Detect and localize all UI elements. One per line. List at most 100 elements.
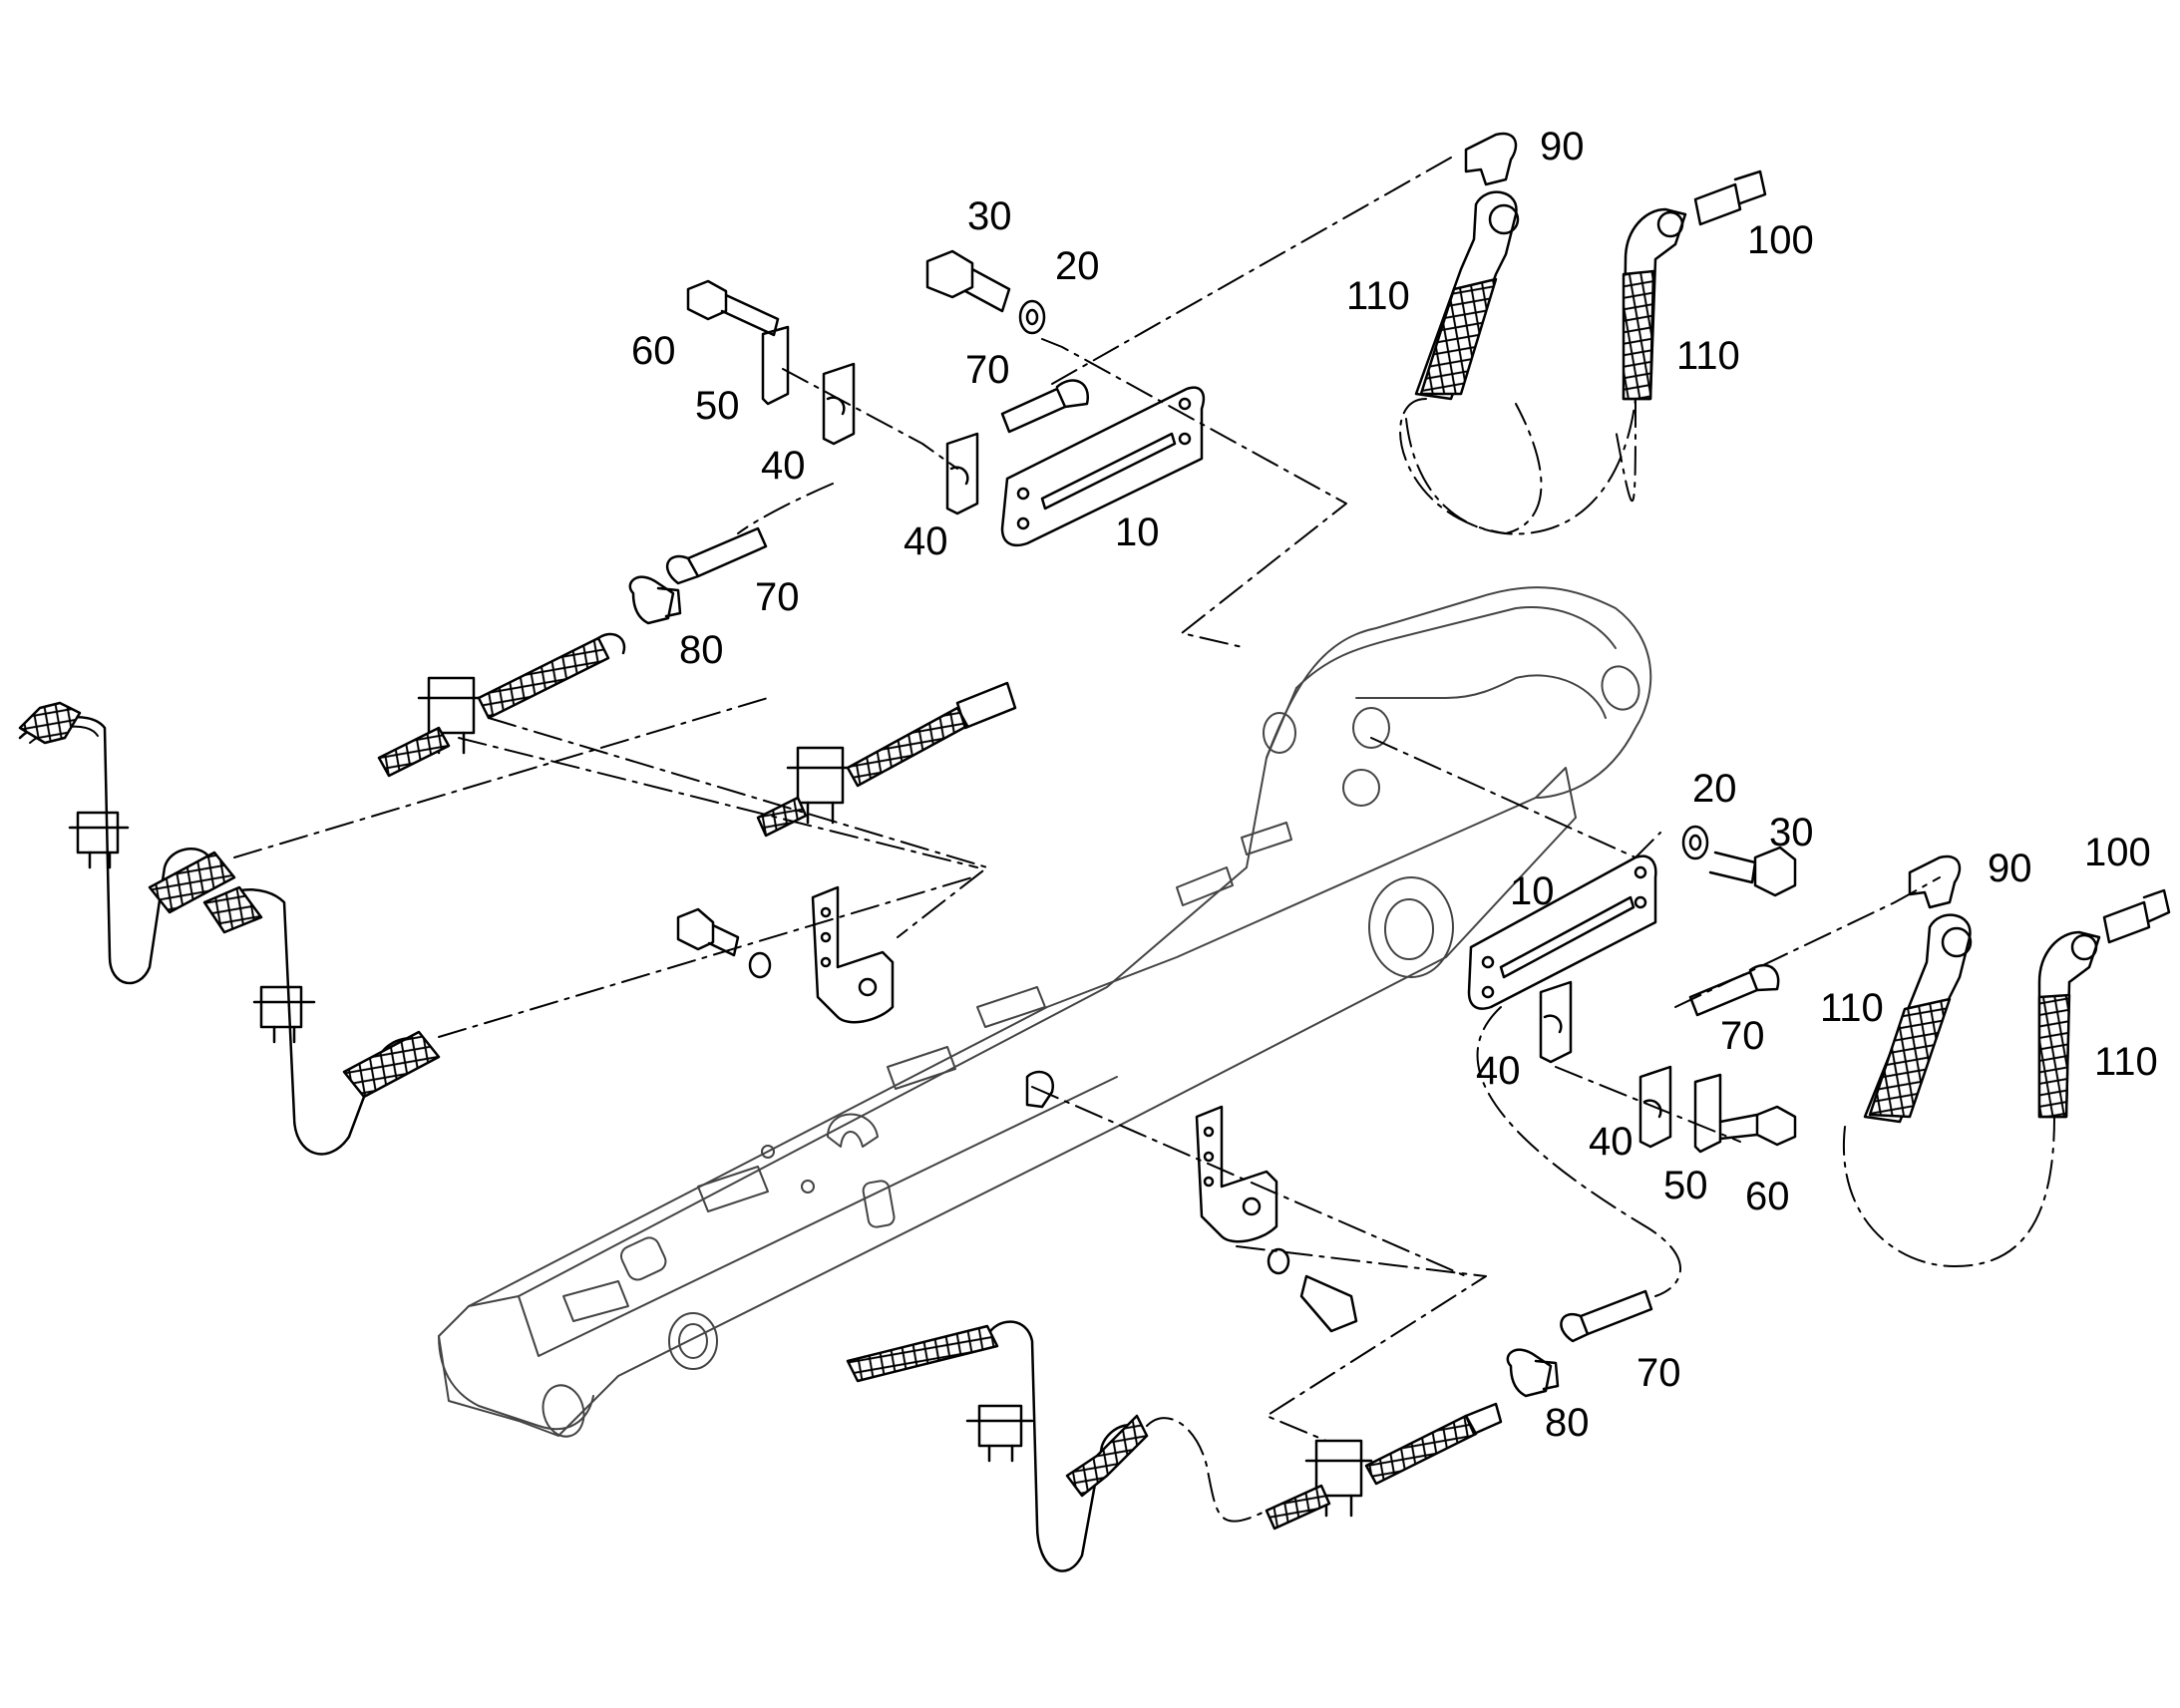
boom-arm <box>438 586 1652 1438</box>
fitting-small-left <box>1025 1070 1055 1109</box>
boom-small-bolt-a <box>761 1145 775 1159</box>
callout-110-lower-a: 110 <box>1820 986 1884 1030</box>
callout-110-lower-b: 110 <box>2094 1040 2158 1084</box>
hose-loop-bottom <box>985 1320 1149 1572</box>
boom-foot <box>438 1335 594 1431</box>
clamp-40-upper-b <box>945 432 979 515</box>
hose-loop-left-1 <box>18 715 211 985</box>
elbow-90-lower <box>1908 854 1962 909</box>
boom-neck-inner <box>1295 606 1617 689</box>
callout-70-upper-b: 70 <box>755 575 800 619</box>
callout-90-lower: 90 <box>1988 847 2032 890</box>
boom-pivot-boss-inner <box>1384 898 1434 960</box>
leader-lines <box>233 157 2055 1523</box>
plate-10-upper <box>1000 386 1206 547</box>
callout-100-upper: 100 <box>1747 218 1814 262</box>
boom-plate-e <box>1176 866 1234 906</box>
callout-30-lower: 30 <box>1769 811 1814 854</box>
clamp-block-left-4 <box>796 746 845 805</box>
callout-100-lower: 100 <box>2084 831 2151 874</box>
clamp-block-left-3 <box>427 676 476 735</box>
boom-outline-lower <box>438 767 1577 1437</box>
adapter-100-upper <box>1693 170 1767 226</box>
boom-neck <box>1266 586 1652 799</box>
callout-110-upper-b: 110 <box>1676 334 1740 378</box>
pin-70-lower-b <box>1560 1289 1653 1343</box>
clamp-block-bottom-2 <box>1314 1439 1363 1498</box>
callout-70-lower-b: 70 <box>1636 1351 1681 1395</box>
clamp-40-upper-a <box>822 362 856 446</box>
boom-foot-boss-inner <box>678 1323 708 1359</box>
callout-70-upper-a: 70 <box>965 348 1010 392</box>
callout-40-lower-a: 40 <box>1476 1049 1521 1093</box>
clamp-40-lower-a <box>1539 980 1573 1064</box>
washer-20-upper <box>1018 299 1046 335</box>
plate-10-upper-slot <box>1040 432 1177 511</box>
callout-40-upper-a: 40 <box>761 444 806 488</box>
boom-foot-pin <box>542 1384 585 1438</box>
bolt-left-bracket <box>676 907 740 957</box>
spacer-50-lower <box>1693 1073 1722 1154</box>
boom-plate-a <box>562 1280 629 1322</box>
bolt-60-lower <box>1718 1105 1797 1147</box>
boom-small-bolt-b <box>801 1180 815 1194</box>
lower-right-clamp-group <box>1467 825 2171 1398</box>
boom-slot-plate <box>862 1180 896 1228</box>
boom-half-ring <box>827 1113 879 1148</box>
callout-20-lower: 20 <box>1692 767 1737 811</box>
boom-mid-hole-b <box>1342 769 1380 807</box>
callouts-upper: 90 100 110 110 30 20 70 60 50 40 40 10 7… <box>631 125 1814 672</box>
boom-head-lug-hole <box>1601 665 1640 711</box>
hose-110-lower-left <box>1863 913 1972 1124</box>
clamp-block-bottom-1 <box>977 1404 1023 1448</box>
hose-110-upper-right <box>1622 207 1687 401</box>
washer-20-lower <box>1681 825 1709 860</box>
bracket-bottom <box>1195 1105 1278 1243</box>
pin-70-upper-a <box>1000 379 1090 434</box>
callout-70-lower-a: 70 <box>1720 1014 1765 1058</box>
hose-loop-left-2 <box>207 888 431 1156</box>
callout-80-upper: 80 <box>679 628 724 672</box>
clamp-block-left-2 <box>259 985 303 1029</box>
bolt-30-lower <box>1708 846 1797 897</box>
callout-60-lower: 60 <box>1745 1175 1790 1218</box>
callout-10-upper: 10 <box>1115 511 1160 554</box>
callout-10-lower: 10 <box>1510 869 1555 913</box>
plate-10-lower <box>1467 854 1657 1010</box>
callout-110-upper-a: 110 <box>1346 274 1410 318</box>
fitting-80-lower <box>1506 1348 1560 1398</box>
boom-mid-hole-a <box>1352 707 1390 749</box>
callout-50-lower: 50 <box>1663 1164 1708 1207</box>
elbow-90-upper <box>1464 132 1518 186</box>
callouts-lower: 20 30 90 100 10 110 70 110 40 40 50 60 7… <box>1476 767 2158 1445</box>
callout-40-lower-b: 40 <box>1589 1120 1634 1164</box>
pin-70-upper-b <box>666 526 768 585</box>
bracket-left-1 <box>811 885 895 1024</box>
fitting-80-upper <box>628 575 682 625</box>
boom-access-cover <box>619 1236 667 1281</box>
bolt-30-upper <box>925 249 1011 313</box>
callout-50-upper: 50 <box>695 384 740 428</box>
boom-plate-b <box>697 1166 769 1212</box>
boom-foot-boss <box>668 1312 718 1370</box>
boom-neck-lower <box>1355 674 1607 719</box>
callout-80-lower: 80 <box>1545 1401 1590 1445</box>
boom-pivot-boss-outer <box>1368 876 1454 978</box>
upper-left-clamp-group <box>628 132 1767 625</box>
clamp-40-lower-b <box>1638 1065 1672 1149</box>
left-hose-routing <box>18 632 1055 1156</box>
boom-upper-hole <box>1263 712 1296 754</box>
boom-plate-f <box>1241 822 1292 855</box>
callout-90-upper: 90 <box>1540 125 1585 169</box>
bolt-60-upper <box>686 279 780 337</box>
boom-plate-d <box>976 986 1046 1028</box>
callout-60-upper: 60 <box>631 329 676 373</box>
adapter-100-lower <box>2102 888 2171 944</box>
callout-20-upper: 20 <box>1055 244 1100 288</box>
bolt-bottom-bracket <box>1299 1274 1358 1333</box>
callout-30-upper: 30 <box>967 194 1012 238</box>
boom-plate-c <box>887 1046 956 1090</box>
pin-70-lower-a <box>1688 963 1780 1017</box>
